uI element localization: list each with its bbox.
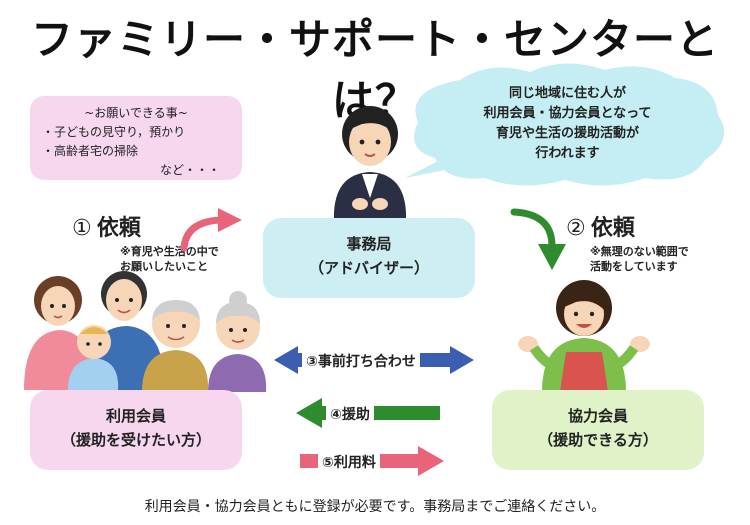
request-examples-etc: など・・・ [159, 163, 220, 177]
support-member-sublabel: （援助できる方） [538, 431, 658, 449]
request-1-number: ① [72, 216, 92, 241]
request-2: ② 依頼 [566, 210, 635, 242]
footer-note: 利用会員・協力会員ともに登録が必要です。事務局までご連絡ください。 [144, 499, 606, 515]
request-2-note-line: 活動をしています [590, 260, 678, 273]
bubble-line: 利用会員・協力会員となって [483, 106, 652, 121]
cloud-bubble-icon [405, 63, 725, 186]
family-members-icon [24, 271, 267, 392]
helper-woman-icon [518, 280, 650, 392]
office-box: 事務局 （アドバイザー） [263, 218, 475, 298]
request-1-note: ※育児や生活の中で お願いしたいこと [120, 244, 219, 274]
flow-label: ③事前打ち合わせ [302, 351, 420, 371]
curved-arrow-pink-icon [180, 208, 242, 252]
bubble-line: 行われます [535, 146, 600, 161]
user-member-label: 利用会員 [105, 407, 166, 425]
request-1-note-line: お願いしたいこと [120, 260, 208, 273]
bubble-line: 育児や生活の援助活動が [495, 126, 639, 141]
request-1-label: 依頼 [96, 216, 141, 241]
user-member-sublabel: （援助を受けたい方） [60, 431, 211, 449]
request-example-item: ・子どもの見守り，預かり [42, 125, 186, 139]
request-2-number: ② [566, 216, 586, 241]
support-member-label: 協力会員 [567, 407, 628, 425]
request-2-note: ※無理のない範囲で 活動をしています [590, 244, 689, 274]
office-worker-icon [333, 106, 407, 222]
bubble-line: 同じ地域に住む人が [508, 86, 626, 101]
office-label: 事務局 [346, 235, 392, 253]
request-1-note-line: ※育児や生活の中で [120, 245, 219, 258]
request-2-label: 依頼 [590, 216, 635, 241]
curved-arrow-green-icon [510, 208, 566, 270]
flow-label: ⑤利用料 [318, 452, 380, 472]
request-examples-box: ~お願いできる事~ ・子どもの見守り，預かり ・高齢者宅の掃除 など・・・ [30, 96, 242, 180]
explanation-bubble: 同じ地域に住む人が 利用会員・協力会員となって 育児や生活の援助活動が 行われま… [400, 60, 735, 190]
request-2-note-line: ※無理のない範囲で [590, 245, 689, 258]
page-title: ファミリー・サポート・センターとは？ [30, 15, 719, 125]
request-examples-heading: ~お願いできる事~ [84, 106, 188, 120]
request-example-item: ・高齢者宅の掃除 [42, 144, 139, 158]
user-member-box: 利用会員 （援助を受けたい方） [30, 390, 242, 470]
support-member-box: 協力会員 （援助できる方） [492, 390, 704, 470]
request-1: ① 依頼 [72, 210, 141, 242]
flow-label: ④援助 [326, 404, 374, 424]
office-sublabel: （アドバイザー） [308, 259, 429, 277]
